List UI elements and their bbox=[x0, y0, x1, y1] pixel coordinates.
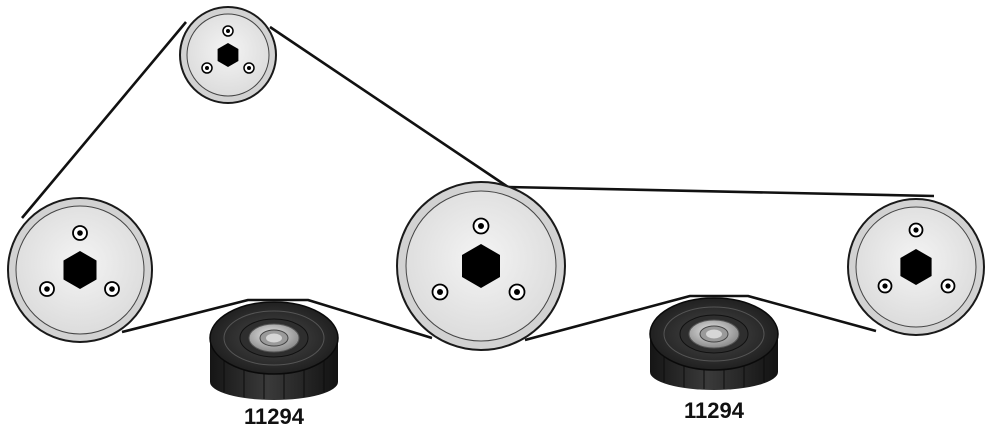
hex-hub-icon bbox=[900, 249, 932, 285]
idler-pulley-right bbox=[649, 297, 779, 390]
part-number-label-right: 11294 bbox=[684, 398, 745, 423]
hex-hub-icon bbox=[217, 43, 239, 67]
idler-pulley-left bbox=[209, 301, 339, 400]
hex-hub-icon bbox=[462, 244, 500, 288]
belt-segment-top-right bbox=[269, 25, 509, 189]
driven-pulley-center bbox=[396, 181, 566, 351]
belt-segment-left-bottom bbox=[121, 298, 433, 340]
crank-pulley bbox=[179, 6, 277, 104]
bolt-hole-icon bbox=[201, 25, 255, 74]
bolt-hole-icon bbox=[431, 217, 526, 301]
driven-pulley-left bbox=[7, 197, 153, 343]
part-number-label-left: 11294 bbox=[244, 404, 305, 429]
bolt-hole-icon bbox=[39, 225, 120, 297]
serpentine-belt bbox=[21, 21, 935, 342]
hex-hub-icon bbox=[63, 251, 97, 289]
belt-segment-center-right bbox=[507, 185, 935, 198]
driven-pulley-right bbox=[847, 198, 985, 336]
bolt-hole-icon bbox=[877, 222, 956, 294]
belt-segment-right-bottom bbox=[524, 294, 877, 342]
belt-segment-top-left bbox=[21, 21, 187, 219]
